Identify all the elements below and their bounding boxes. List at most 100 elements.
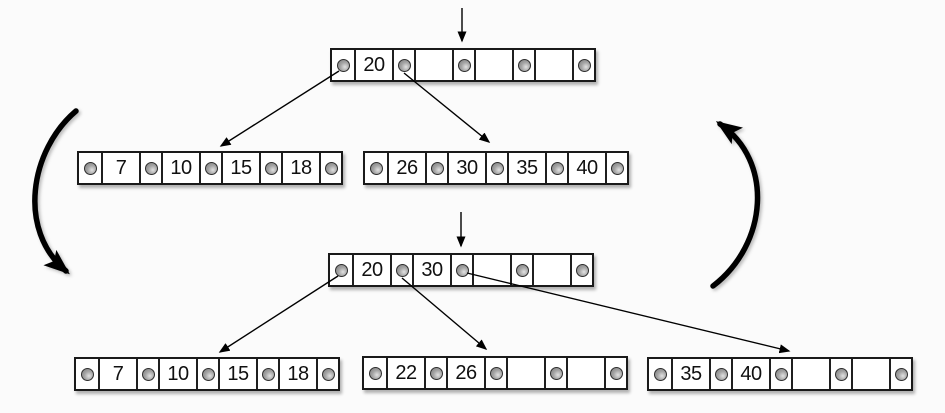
pointer-dot-icon — [83, 161, 97, 175]
pointer-dot-icon — [455, 263, 469, 277]
pointer-dot-icon — [336, 58, 350, 72]
pointer-slot — [259, 153, 281, 183]
pointer-slot — [332, 50, 354, 80]
pointer-dot-icon — [324, 161, 338, 175]
pointer-slot — [769, 359, 791, 389]
key-cell: 26 — [446, 358, 484, 388]
pointer-slot — [484, 358, 506, 388]
pointer-dot-icon — [264, 161, 278, 175]
pointer-slot — [79, 153, 101, 183]
child-pointer-arrow-before-right — [403, 72, 491, 143]
pointer-dot-icon — [834, 367, 848, 381]
pointer-dot-icon — [549, 366, 563, 380]
pointer-dot-icon — [714, 367, 728, 381]
pointer-slot — [512, 50, 534, 80]
pointer-slot — [709, 359, 731, 389]
transition-arrow-down-left — [32, 108, 79, 275]
key-cell — [472, 255, 510, 285]
pointer-slot — [424, 358, 446, 388]
pointer-slot — [364, 358, 386, 388]
pointer-slot — [485, 153, 507, 183]
pointer-dot-icon — [550, 161, 564, 175]
key-cell: 30 — [447, 153, 485, 183]
pointer-slot — [545, 153, 567, 183]
pointer-dot-icon — [610, 161, 624, 175]
pointer-dot-icon — [609, 366, 623, 380]
pointer-dot-icon — [334, 263, 348, 277]
pointer-dot-icon — [321, 367, 335, 381]
key-cell: 10 — [161, 153, 199, 183]
transition-arrow-up-right — [710, 121, 761, 289]
pointer-slot — [425, 153, 447, 183]
pointer-dot-icon — [144, 161, 158, 175]
pointer-dot-icon — [489, 366, 503, 380]
key-cell: 22 — [386, 358, 424, 388]
key-cell: 40 — [567, 153, 605, 183]
key-cell: 18 — [281, 153, 319, 183]
key-cell: 20 — [354, 50, 392, 80]
key-cell — [851, 359, 889, 389]
pointer-dot-icon — [261, 367, 275, 381]
pointer-dot-icon — [653, 367, 667, 381]
pointer-slot — [76, 359, 98, 389]
node-before-child-2: 26 30 35 40 — [363, 151, 629, 185]
key-cell: 40 — [731, 359, 769, 389]
pointer-slot — [392, 50, 414, 80]
pointer-slot — [136, 359, 158, 389]
pointer-dot-icon — [577, 58, 591, 72]
pointer-dot-icon — [141, 367, 155, 381]
key-cell: 30 — [412, 255, 450, 285]
pointer-slot — [196, 359, 218, 389]
key-cell — [566, 358, 604, 388]
key-cell — [506, 358, 544, 388]
child-pointer-arrow-after-middle — [401, 277, 488, 350]
pointer-slot — [365, 153, 387, 183]
pointer-slot — [510, 255, 532, 285]
pointer-slot — [256, 359, 278, 389]
pointer-dot-icon — [395, 263, 409, 277]
key-cell — [534, 50, 572, 80]
child-pointer-arrow-before-left — [219, 70, 340, 147]
pointer-dot-icon — [80, 367, 94, 381]
pointer-slot — [330, 255, 352, 285]
key-cell: 20 — [352, 255, 390, 285]
pointer-slot — [390, 255, 412, 285]
pointer-slot — [649, 359, 671, 389]
node-after-root: 20 30 — [328, 253, 594, 287]
pointer-dot-icon — [457, 58, 471, 72]
pointer-slot — [544, 358, 566, 388]
key-cell — [474, 50, 512, 80]
key-cell: 35 — [671, 359, 709, 389]
pointer-dot-icon — [515, 263, 529, 277]
child-pointer-arrow-after-left — [218, 275, 339, 353]
pointer-dot-icon — [397, 58, 411, 72]
pointer-dot-icon — [369, 161, 383, 175]
pointer-slot — [199, 153, 221, 183]
key-cell: 26 — [387, 153, 425, 183]
pointer-dot-icon — [894, 367, 908, 381]
pointer-slot — [570, 255, 592, 285]
pointer-dot-icon — [368, 366, 382, 380]
pointer-slot — [604, 358, 626, 388]
pointer-dot-icon — [430, 161, 444, 175]
pointer-slot — [829, 359, 851, 389]
key-cell — [791, 359, 829, 389]
pointer-slot — [319, 153, 341, 183]
pointer-slot — [452, 50, 474, 80]
key-cell: 7 — [98, 359, 136, 389]
node-after-child-1: 7 10 15 18 — [74, 357, 340, 391]
pointer-slot — [605, 153, 627, 183]
pointer-dot-icon — [204, 161, 218, 175]
pointer-dot-icon — [490, 161, 504, 175]
node-after-child-3: 35 40 — [647, 357, 913, 391]
pointer-dot-icon — [517, 58, 531, 72]
key-cell: 35 — [507, 153, 545, 183]
node-after-child-2: 22 26 — [362, 356, 628, 390]
key-cell: 10 — [158, 359, 196, 389]
pointer-dot-icon — [201, 367, 215, 381]
key-cell: 18 — [278, 359, 316, 389]
node-before-root: 20 — [330, 48, 596, 82]
node-before-child-1: 7 10 15 18 — [77, 151, 343, 185]
key-cell — [414, 50, 452, 80]
pointer-slot — [450, 255, 472, 285]
